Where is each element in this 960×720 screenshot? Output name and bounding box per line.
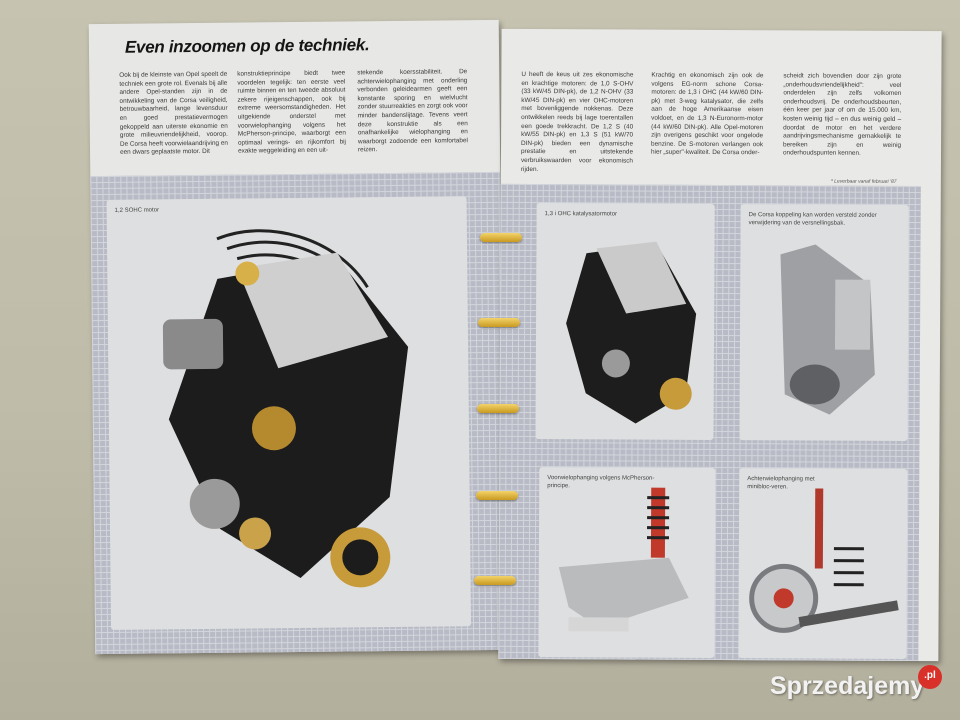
watermark-badge: .pl xyxy=(918,665,942,689)
right-page: U heeft de keus uit zes ekonomische en k… xyxy=(498,28,942,662)
binder-ring xyxy=(476,491,518,500)
gearbox-illustration xyxy=(780,244,875,415)
text-column-1: Ook bij de kleinste van Opel speelt de t… xyxy=(119,70,229,157)
binder-ring xyxy=(474,576,516,585)
engine-illustration xyxy=(162,229,409,588)
left-page: Even inzoomen op de techniek. Ook bij de… xyxy=(88,19,506,655)
text-column-5: Krachtig en ekonomisch zijn ook de volge… xyxy=(650,71,764,157)
rear-suspension-illustration xyxy=(749,488,899,633)
image-panel-clutch: De Corsa koppeling kan worden versteld z… xyxy=(739,204,909,441)
binder-ring xyxy=(477,404,519,413)
engine-image-panel: 1,2 SOHC motor xyxy=(106,196,472,630)
text-column-2: konstruktieprincipe biedt twee voordelen… xyxy=(237,69,346,155)
text-column-6: scheidt zich bovendien door zijn grote „… xyxy=(782,72,902,158)
engine-illustration xyxy=(566,241,697,424)
binder-ring xyxy=(478,318,520,327)
text-column-3: stekende koersstabiliteit. De achterwiel… xyxy=(357,68,468,154)
text-column-4: U heeft de keus uit zes ekonomische en k… xyxy=(520,70,634,173)
binder-ring xyxy=(480,233,522,242)
front-suspension-illustration xyxy=(558,487,689,632)
footnote: * Leverbaar vanaf februari '87 xyxy=(830,178,897,185)
watermark-logo: Sprzedajemy xyxy=(770,672,925,700)
image-panel-rear-suspension: Achterwielophanging met minibloc-veren. xyxy=(738,468,908,659)
image-panel-catalyst-engine: 1,3 i OHC katalysatormotor xyxy=(535,203,715,440)
page-title: Even inzoomen op de techniek. xyxy=(124,35,370,57)
image-panel-front-suspension: Voorwielophanging volgens McPherson-prin… xyxy=(538,467,716,658)
